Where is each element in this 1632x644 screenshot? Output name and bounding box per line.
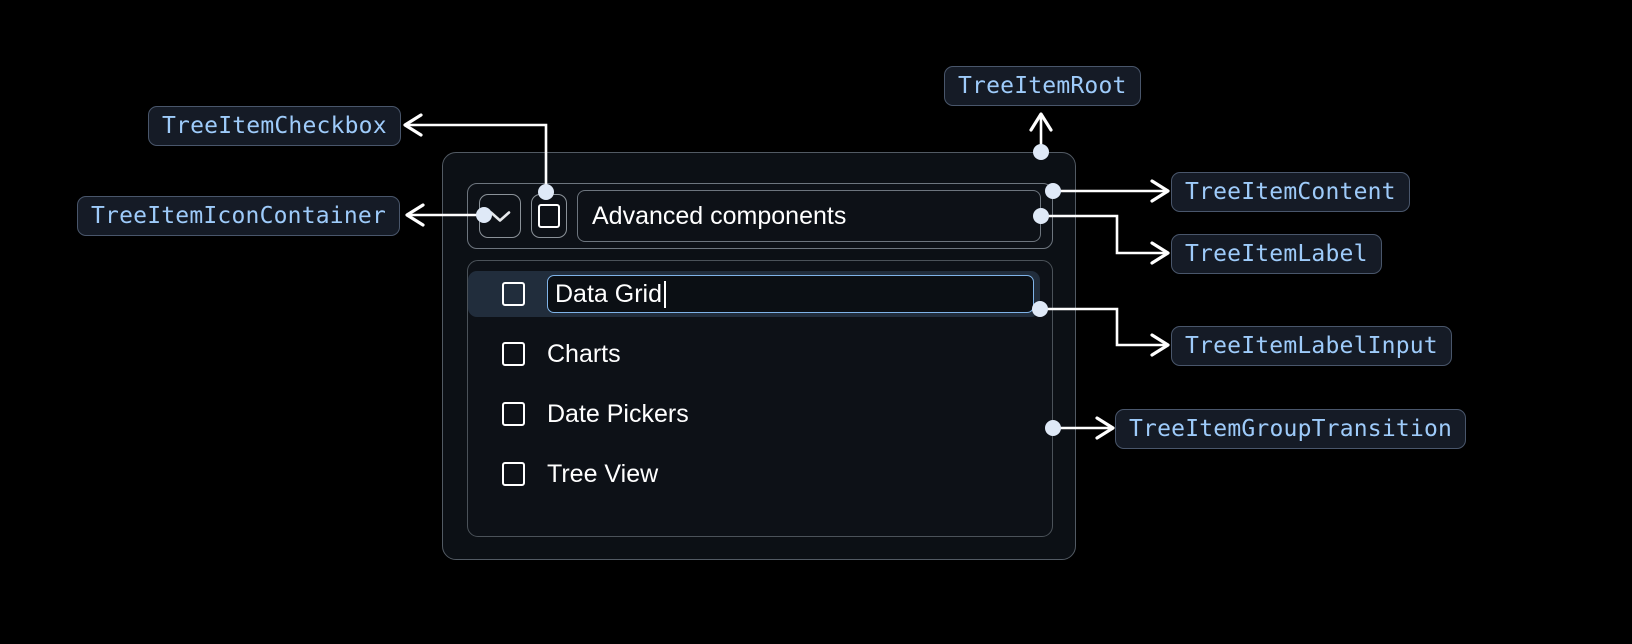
arrowhead-label — [1150, 241, 1170, 265]
tree-item-label-text: Advanced components — [592, 201, 847, 230]
annotation-tree-item-label-input: TreeItemLabelInput — [1171, 326, 1452, 366]
checkbox-unchecked-icon[interactable] — [502, 402, 525, 426]
annotation-tree-item-label: TreeItemLabel — [1171, 234, 1382, 274]
checkbox-unchecked-icon — [538, 204, 560, 228]
tree-item-content-row[interactable]: Advanced components — [467, 183, 1053, 249]
tree-item-label-text: Date Pickers — [547, 399, 689, 428]
annotation-tree-item-content: TreeItemContent — [1171, 172, 1410, 212]
annotation-label: TreeItemCheckbox — [162, 113, 387, 139]
arrowhead-content — [1150, 179, 1170, 203]
annotation-tree-item-root: TreeItemRoot — [944, 66, 1141, 106]
tree-item-row-data-grid[interactable]: Data Grid — [468, 271, 1040, 317]
tree-item-row-charts[interactable]: Charts — [468, 331, 1052, 377]
checkbox-unchecked-icon[interactable] — [502, 342, 525, 366]
tree-item-checkbox[interactable] — [531, 194, 567, 238]
annotation-tree-item-icon-container: TreeItemIconContainer — [77, 196, 400, 236]
tree-item-label-text: Charts — [547, 339, 621, 368]
arrowhead-label-input — [1150, 333, 1170, 357]
tree-item-label-text: Tree View — [547, 459, 659, 488]
annotation-label: TreeItemContent — [1185, 179, 1396, 205]
arrowhead-icon-container — [405, 203, 425, 227]
annotation-label: TreeItemLabelInput — [1185, 333, 1438, 359]
tree-item-group-transition: Data Grid Charts Date Pickers Tree View — [467, 260, 1053, 537]
annotation-tree-item-checkbox: TreeItemCheckbox — [148, 106, 401, 146]
checkbox-unchecked-icon[interactable] — [502, 282, 525, 306]
tree-item-row-date-pickers[interactable]: Date Pickers — [468, 391, 1052, 437]
tree-item-root-card: Advanced components Data Grid Charts Dat… — [442, 152, 1076, 560]
arrowhead-checkbox — [403, 113, 423, 137]
checkbox-unchecked-icon[interactable] — [502, 462, 525, 486]
chevron-down-icon — [489, 210, 511, 222]
annotation-label: TreeItemGroupTransition — [1129, 416, 1453, 442]
tree-item-icon-container[interactable] — [479, 194, 521, 238]
annotation-tree-item-group-transition: TreeItemGroupTransition — [1115, 409, 1467, 449]
tree-item-label: Advanced components — [577, 190, 1041, 242]
annotation-label: TreeItemRoot — [958, 73, 1127, 99]
annotation-label: TreeItemIconContainer — [91, 203, 386, 229]
tree-item-label-input[interactable]: Data Grid — [547, 275, 1034, 313]
arrowhead-root — [1029, 112, 1053, 132]
tree-item-row-tree-view[interactable]: Tree View — [468, 451, 1052, 497]
annotation-label: TreeItemLabel — [1185, 241, 1368, 267]
arrowhead-group-transition — [1095, 416, 1115, 440]
text-caret — [663, 280, 666, 308]
tree-item-label-input-value: Data Grid — [555, 279, 662, 308]
